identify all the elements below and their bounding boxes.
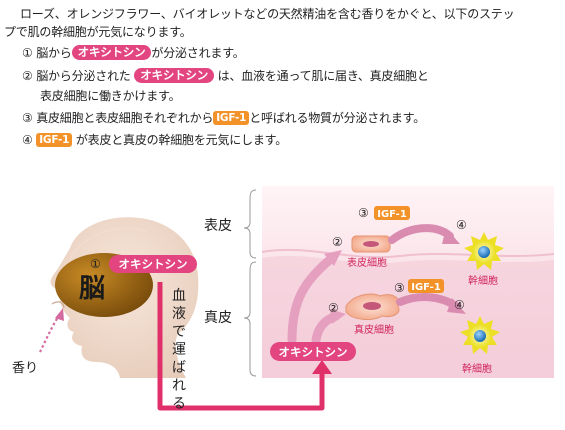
igf-dermis-text: IGF-1 [411, 282, 441, 293]
blood-char: る [172, 396, 186, 412]
step-2-continued: 表皮細胞に働きかけます。 [40, 89, 181, 103]
step-4: ④ IGF-1 が表皮と真皮の幹細胞を元気にします。 [22, 132, 287, 148]
igf-badge: IGF-1 [213, 111, 250, 125]
oxytocin-to-epidermis-arrowhead [324, 250, 342, 266]
step-2-text-a: 脳から分泌された [36, 69, 131, 83]
epidermis-brace [243, 189, 257, 259]
igf-dermis-badge [408, 279, 444, 293]
step-3-mark-dermis: ③ [394, 281, 405, 295]
oxytocin-to-dermis-arrowhead [330, 309, 346, 324]
dermal-stem-cell-label: 幹細胞 [462, 362, 492, 375]
blood-char: 血 [172, 288, 186, 304]
step-3-text-b: と呼ばれる物質が分泌されます。 [249, 111, 426, 125]
oxytocin-badge: オキシトシン [134, 68, 215, 83]
step-1: ① 脳からオキシトシンが分泌されます。 [22, 45, 245, 61]
step-3-mark-epidermis: ③ [358, 206, 369, 220]
step-2-text-b: は、血液を通って肌に届き、真皮細胞と [217, 69, 429, 83]
blood-char: ば [172, 360, 186, 376]
smell-arrowhead [55, 308, 64, 321]
dermis-brace [243, 261, 257, 377]
step-4-text-b: が表皮と真皮の幹細胞を元気にします。 [75, 133, 288, 147]
oxytocin-skin-pill [270, 342, 356, 361]
step-1-text-b: が分泌されます。 [151, 46, 245, 60]
step-4-number: ④ [22, 133, 33, 147]
step-4-mark-dermis: ④ [454, 298, 465, 312]
igf-badge: IGF-1 [36, 133, 73, 147]
epidermal-cell-nucleus [363, 241, 379, 247]
smell-arrow [39, 313, 61, 353]
intro-line-2: プで肌の幹細胞が元気になります。 [4, 25, 192, 39]
step-2-number: ② [22, 69, 33, 83]
epidermis-label: 表皮 [204, 218, 232, 234]
dermal-cell-label: 真皮細胞 [354, 323, 394, 336]
intro-line-1: ローズ、オレンジフラワー、バイオレットなどの天然精油を含む香りをかぐと、以下のス… [20, 7, 515, 21]
epidermal-stem-cell [464, 232, 504, 270]
blood-char: 液 [172, 306, 186, 322]
blood-char: 運 [172, 342, 186, 358]
igf-epidermis-text: IGF-1 [377, 209, 407, 220]
step-3-text-a: 真皮細胞と表皮細胞それぞれから [36, 111, 214, 125]
step-4-mark-epidermis: ④ [456, 218, 467, 232]
oxytocin-brain-text: オキシトシン [119, 257, 188, 271]
dermal-cell-nucleus [363, 302, 381, 310]
step-2: ② 脳から分泌された オキシトシン は、血液を通って肌に届き、真皮細胞と [22, 68, 429, 84]
igf-epidermis-badge [374, 206, 410, 220]
step-2-mark-epidermis: ② [332, 235, 343, 249]
oxytocin-skin-text: オキシトシン [279, 345, 348, 359]
blood-char: で [172, 324, 186, 340]
dermis-label: 真皮 [204, 310, 232, 326]
epidermal-stem-cell-label: 幹細胞 [468, 274, 498, 287]
oxytocin-badge: オキシトシン [71, 45, 152, 60]
step-1-number: ① [22, 46, 33, 60]
dermal-stem-cell [460, 316, 500, 354]
blood-flow-arrowhead [312, 360, 332, 374]
blood-flow-arrow [157, 282, 325, 411]
brain-label: 脳 [78, 274, 105, 304]
blood-label: 血 液 で 運 ば れ る [172, 288, 186, 412]
step-2-mark-dermis: ② [328, 301, 339, 315]
step-3-number: ③ [22, 111, 33, 125]
epidermis-boundary [261, 248, 555, 259]
blood-char: れ [172, 378, 186, 394]
step-1-mark: ① [90, 257, 101, 271]
oxytocin-brain-pill [109, 255, 197, 273]
igf-epidermis-arrowhead [442, 228, 460, 244]
oxytocin-to-epidermis-arrow [287, 253, 337, 345]
epidermal-cell-label: 表皮細胞 [347, 256, 387, 269]
smell-label: 香り [12, 361, 38, 376]
step-1-text-a: 脳から [36, 46, 72, 60]
igf-dermis-arrowhead [447, 298, 466, 314]
